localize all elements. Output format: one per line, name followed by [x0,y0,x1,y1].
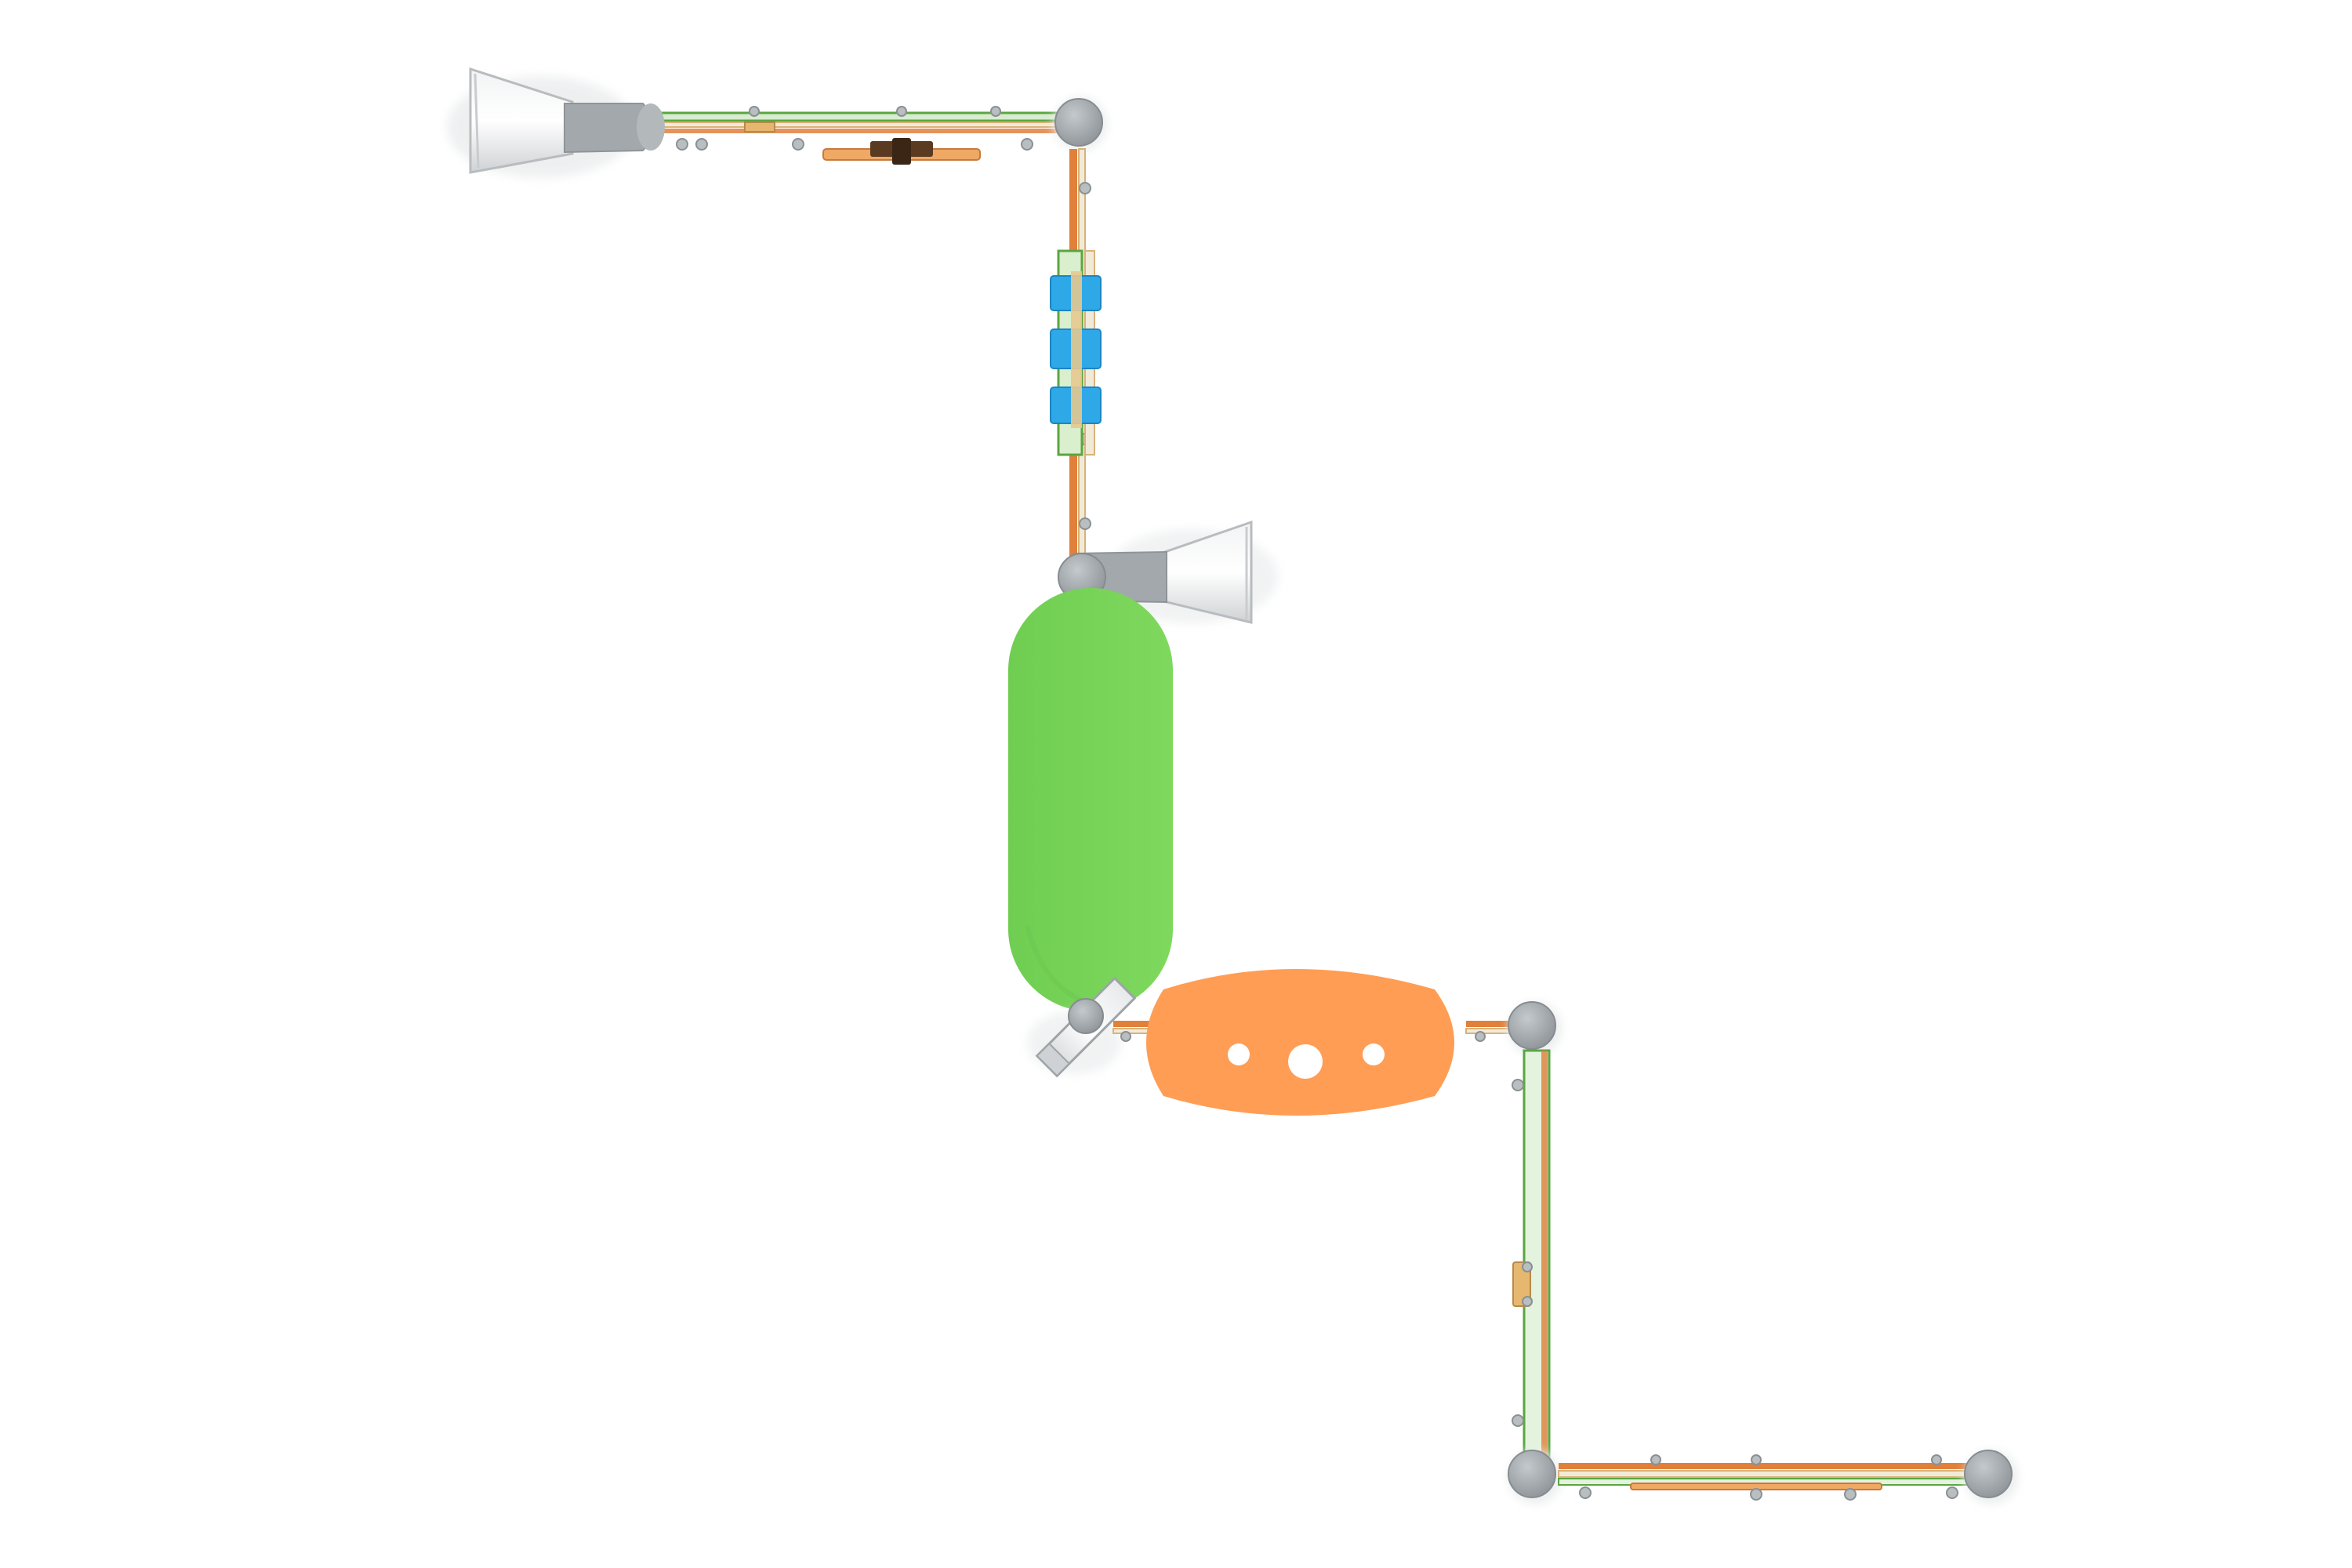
post-right-middle [1508,1001,1562,1055]
orange-platform [1146,969,1454,1116]
top-panel-bar [822,138,981,165]
connector-beam-orange-left [1112,1021,1161,1042]
platform-hole-left [1228,1044,1250,1065]
top-beam-bolts [676,106,1033,151]
vertical-beam-lower [1512,1049,1551,1460]
climbing-wall-panel [1050,249,1102,456]
post-top-right [1054,97,1107,151]
platform-hole-right [1363,1044,1385,1065]
bottom-beam [1558,1454,1975,1501]
post-bottom-corner [1508,1450,1562,1504]
green-platform [1008,588,1173,1011]
slide-top-left [447,67,665,178]
slide-middle [1058,520,1278,624]
post-bottom-right [1964,1450,2018,1504]
climbing-holds [1050,271,1102,428]
top-beam [657,106,1076,151]
angled-connector-slide [1027,976,1137,1078]
platform-hole-center [1288,1044,1323,1079]
